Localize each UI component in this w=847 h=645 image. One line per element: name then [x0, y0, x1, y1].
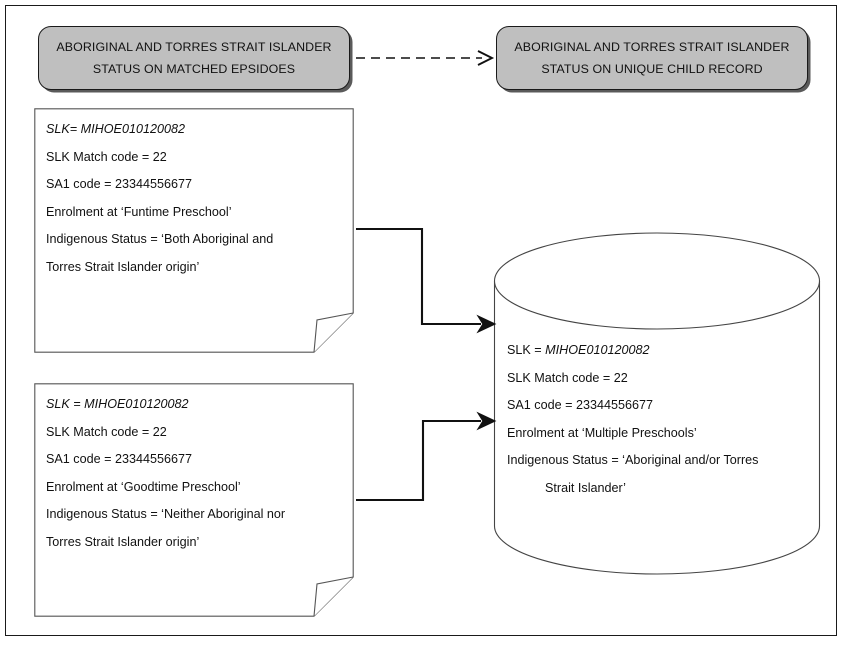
matched-episodes-header: ABORIGINAL AND TORRES STRAIT ISLANDER ST…: [38, 26, 350, 90]
document-outline-shape: [34, 108, 354, 353]
document-body-path: [34, 108, 354, 353]
record-line-enrolment: Enrolment at ‘Funtime Preschool’: [46, 204, 232, 219]
store-line-slk-prefix: SLK =: [507, 343, 546, 357]
store-line-slk-value: MIHOE010120082: [545, 343, 650, 357]
unique-child-record-header-line-1: ABORIGINAL AND TORRES STRAIT ISLANDER: [514, 39, 790, 54]
episode-record-funtime: SLK= MIHOE010120082 SLK Match code = 22 …: [34, 108, 354, 353]
record-line-match-code: SLK Match code = 22: [46, 424, 167, 439]
store-line-slk: SLK = MIHOE010120082: [507, 343, 812, 357]
matched-episodes-header-line-2: STATUS ON MATCHED EPSIDOES: [92, 62, 296, 76]
record-line-match-code: SLK Match code = 22: [46, 149, 167, 164]
document-fold-corner-icon: [313, 312, 354, 353]
record-line-indigenous-status-1: Indigenous Status = ‘Both Aboriginal and: [46, 232, 274, 246]
record-line-indigenous-status-2: Torres Strait Islander origin’: [46, 534, 200, 549]
record-line-slk: SLK = MIHOE010120082: [46, 397, 189, 411]
cylinder-body-path: [493, 281, 821, 575]
episode-record-funtime-text: SLK= MIHOE010120082 SLK Match code = 22 …: [46, 122, 338, 287]
document-body-path: [34, 383, 354, 617]
store-line-match-code: SLK Match code = 22: [507, 370, 628, 385]
database-cylinder-icon: [493, 232, 821, 575]
episode-record-goodtime-text: SLK = MIHOE010120082 SLK Match code = 22…: [46, 397, 338, 562]
cylinder-top-ellipse: [493, 232, 821, 330]
store-line-sa1-code: SA1 code = 23344556677: [507, 398, 654, 412]
episode-record-goodtime: SLK = MIHOE010120082 SLK Match code = 22…: [34, 383, 354, 617]
unique-child-record-header-line-2: STATUS ON UNIQUE CHILD RECORD: [541, 62, 763, 76]
unique-child-record-store-text: SLK = MIHOE010120082 SLK Match code = 22…: [507, 343, 812, 508]
unique-child-record-header: ABORIGINAL AND TORRES STRAIT ISLANDER ST…: [496, 26, 808, 90]
document-outline-shape: [34, 383, 354, 617]
page-border: [5, 5, 837, 636]
record-line-indigenous-status-2: Torres Strait Islander origin’: [46, 259, 200, 274]
matched-episodes-header-line-1: ABORIGINAL AND TORRES STRAIT ISLANDER: [56, 39, 332, 54]
unique-child-record-store: SLK = MIHOE010120082 SLK Match code = 22…: [493, 231, 821, 576]
record-line-sa1-code: SA1 code = 23344556677: [46, 452, 193, 466]
store-line-indigenous-status-2: Strait Islander’: [545, 480, 626, 495]
store-line-enrolment: Enrolment at ‘Multiple Preschools’: [507, 425, 697, 440]
record-line-slk: SLK= MIHOE010120082: [46, 122, 185, 136]
store-line-indigenous-status-1: Indigenous Status = ‘Aboriginal and/or T…: [507, 453, 759, 467]
record-line-indigenous-status-1: Indigenous Status = ‘Neither Aboriginal …: [46, 507, 286, 521]
record-line-enrolment: Enrolment at ‘Goodtime Preschool’: [46, 479, 241, 494]
record-line-sa1-code: SA1 code = 23344556677: [46, 177, 193, 191]
